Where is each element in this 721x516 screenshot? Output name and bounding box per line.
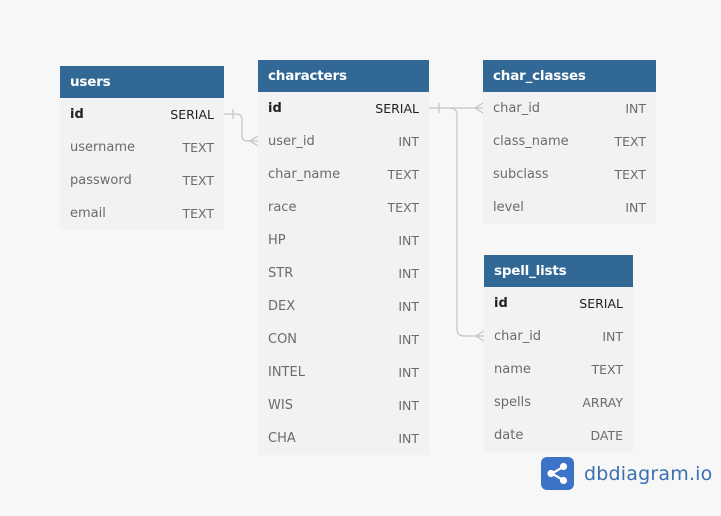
column-row-email[interactable]: email TEXT xyxy=(60,197,224,230)
column-type: INT xyxy=(602,329,623,344)
column-row-char-id[interactable]: char_id INT xyxy=(483,92,656,125)
table-char-classes[interactable]: char_classes char_id INT class_name TEXT… xyxy=(483,60,656,224)
column-name: password xyxy=(70,173,132,188)
column-row-cha[interactable]: CHA INT xyxy=(258,422,429,455)
column-row-class-name[interactable]: class_name TEXT xyxy=(483,125,656,158)
column-row-username[interactable]: username TEXT xyxy=(60,131,224,164)
column-row-id[interactable]: id SERIAL xyxy=(60,98,224,131)
column-row-char-id[interactable]: char_id INT xyxy=(484,320,633,353)
brand-name: dbdiagram xyxy=(584,462,689,485)
column-row-id[interactable]: id SERIAL xyxy=(258,92,429,125)
column-name: CON xyxy=(268,332,298,347)
column-row-hp[interactable]: HP INT xyxy=(258,224,429,257)
column-type: TEXT xyxy=(182,206,214,221)
column-type: INT xyxy=(398,398,419,413)
column-name: user_id xyxy=(268,134,315,149)
column-row-id[interactable]: id SERIAL xyxy=(484,287,633,320)
column-row-race[interactable]: race TEXT xyxy=(258,191,429,224)
column-type: INT xyxy=(398,332,419,347)
column-name: char_id xyxy=(494,329,542,344)
column-row-dex[interactable]: DEX INT xyxy=(258,290,429,323)
column-name: class_name xyxy=(493,134,569,149)
column-name: CHA xyxy=(268,431,296,446)
column-row-con[interactable]: CON INT xyxy=(258,323,429,356)
column-row-wis[interactable]: WIS INT xyxy=(258,389,429,422)
column-row-name[interactable]: name TEXT xyxy=(484,353,633,386)
column-name: char_name xyxy=(268,167,341,182)
column-row-intel[interactable]: INTEL INT xyxy=(258,356,429,389)
column-name: char_id xyxy=(493,101,541,116)
column-type: TEXT xyxy=(614,167,646,182)
column-row-password[interactable]: password TEXT xyxy=(60,164,224,197)
column-type: INT xyxy=(398,266,419,281)
column-type: SERIAL xyxy=(375,101,419,116)
column-name: WIS xyxy=(268,398,293,413)
brand-watermark[interactable]: dbdiagram.io xyxy=(541,457,712,490)
column-row-subclass[interactable]: subclass TEXT xyxy=(483,158,656,191)
connector-users-characters xyxy=(224,113,258,142)
column-name: level xyxy=(493,200,524,215)
column-name: race xyxy=(268,200,297,215)
column-row-spells[interactable]: spells ARRAY xyxy=(484,386,633,419)
column-name: INTEL xyxy=(268,365,305,380)
connector-characters-spell-lists xyxy=(449,107,484,337)
brand-text: dbdiagram.io xyxy=(584,463,712,485)
column-name: HP xyxy=(268,233,286,248)
column-type: TEXT xyxy=(591,362,623,377)
column-type: SERIAL xyxy=(170,107,214,122)
column-name: DEX xyxy=(268,299,296,314)
column-row-level[interactable]: level INT xyxy=(483,191,656,224)
column-type: INT xyxy=(398,365,419,380)
many-marker-characters-user-id xyxy=(248,135,259,147)
column-type: INT xyxy=(398,299,419,314)
column-type: DATE xyxy=(590,428,623,443)
column-row-str[interactable]: STR INT xyxy=(258,257,429,290)
column-type: TEXT xyxy=(387,200,419,215)
share-nodes-icon xyxy=(541,457,574,490)
column-type: INT xyxy=(398,431,419,446)
column-name: email xyxy=(70,206,106,221)
brand-suffix: .io xyxy=(688,462,713,485)
column-type: TEXT xyxy=(182,140,214,155)
column-name: id xyxy=(268,101,282,116)
column-name: STR xyxy=(268,266,294,281)
table-characters[interactable]: characters id SERIAL user_id INT char_na… xyxy=(258,60,429,455)
table-users[interactable]: users id SERIAL username TEXT password T… xyxy=(60,66,224,230)
column-name: spells xyxy=(494,395,532,410)
column-type: INT xyxy=(625,200,646,215)
column-name: date xyxy=(494,428,524,443)
table-header[interactable]: characters xyxy=(258,60,429,92)
column-row-user-id[interactable]: user_id INT xyxy=(258,125,429,158)
column-name: id xyxy=(494,296,508,311)
column-type: ARRAY xyxy=(582,395,623,410)
column-name: name xyxy=(494,362,531,377)
column-name: username xyxy=(70,140,135,155)
column-type: INT xyxy=(398,233,419,248)
column-row-char-name[interactable]: char_name TEXT xyxy=(258,158,429,191)
many-marker-char-classes xyxy=(473,102,484,114)
column-name: id xyxy=(70,107,84,122)
column-type: INT xyxy=(625,101,646,116)
column-type: TEXT xyxy=(387,167,419,182)
many-marker-spell-lists xyxy=(474,330,485,342)
column-row-date[interactable]: date DATE xyxy=(484,419,633,452)
table-header[interactable]: spell_lists xyxy=(484,255,633,287)
column-type: INT xyxy=(398,134,419,149)
column-type: TEXT xyxy=(182,173,214,188)
table-header[interactable]: users xyxy=(60,66,224,98)
column-name: subclass xyxy=(493,167,549,182)
column-type: TEXT xyxy=(614,134,646,149)
table-spell-lists[interactable]: spell_lists id SERIAL char_id INT name T… xyxy=(484,255,633,452)
column-type: SERIAL xyxy=(579,296,623,311)
table-header[interactable]: char_classes xyxy=(483,60,656,92)
